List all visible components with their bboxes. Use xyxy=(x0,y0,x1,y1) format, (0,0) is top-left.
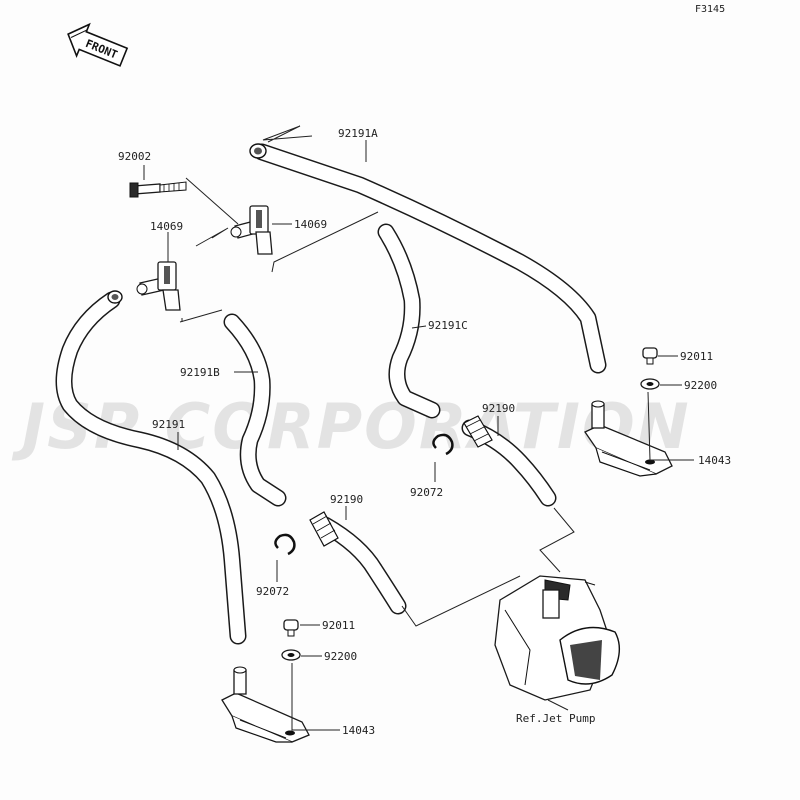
fitting-14069-lower xyxy=(136,261,181,311)
label-92072-left: 92072 xyxy=(256,585,289,598)
hose-92191C xyxy=(377,223,441,419)
washer-92200-right xyxy=(640,378,660,390)
label-14069-top: 14069 xyxy=(294,218,327,231)
label-92191C: 92191C xyxy=(428,319,468,332)
screw-92011-right xyxy=(642,347,658,365)
bracket-14043-bottom xyxy=(221,666,310,743)
bolt-92002 xyxy=(129,181,187,198)
clamp-92072-left xyxy=(274,533,296,556)
part-labels: 92191A 92002 14069 14069 92191C 92191B 9… xyxy=(118,127,731,737)
label-92191B: 92191B xyxy=(180,366,220,379)
hose-92191B xyxy=(223,313,287,507)
washer-92200-bottom xyxy=(281,649,301,661)
label-92200-right: 92200 xyxy=(684,379,717,392)
label-14043-right: 14043 xyxy=(698,454,731,467)
label-92190-right: 92190 xyxy=(482,402,515,415)
clamp-92072-mid xyxy=(432,433,454,456)
hose-92190-mid xyxy=(309,511,407,615)
label-92191: 92191 xyxy=(152,418,185,431)
screw-92011-bottom xyxy=(283,619,299,637)
label-92002: 92002 xyxy=(118,150,151,163)
label-ref-jet-pump: Ref.Jet Pump xyxy=(516,712,595,725)
watermark-text: JSP CORPORATION xyxy=(11,390,691,463)
fitting-14069-upper xyxy=(230,205,273,255)
hose-92191A xyxy=(249,143,607,374)
front-arrow-icon: FRONT xyxy=(67,22,129,67)
label-92072-mid: 92072 xyxy=(410,486,443,499)
label-92011-bottom: 92011 xyxy=(322,619,355,632)
hose-92191 xyxy=(55,290,247,645)
label-92190-mid: 92190 xyxy=(330,493,363,506)
hose-92190-right xyxy=(461,415,557,507)
jet-pump-housing xyxy=(494,575,620,701)
label-14043-bottom: 14043 xyxy=(342,724,375,737)
bracket-14043-right xyxy=(584,400,673,477)
figure-code: F3145 xyxy=(695,4,725,15)
leader-lines xyxy=(143,125,694,731)
label-92191A: 92191A xyxy=(338,127,378,140)
label-14069-left: 14069 xyxy=(150,220,183,233)
label-92011-right: 92011 xyxy=(680,350,713,363)
label-92200-bottom: 92200 xyxy=(324,650,357,663)
